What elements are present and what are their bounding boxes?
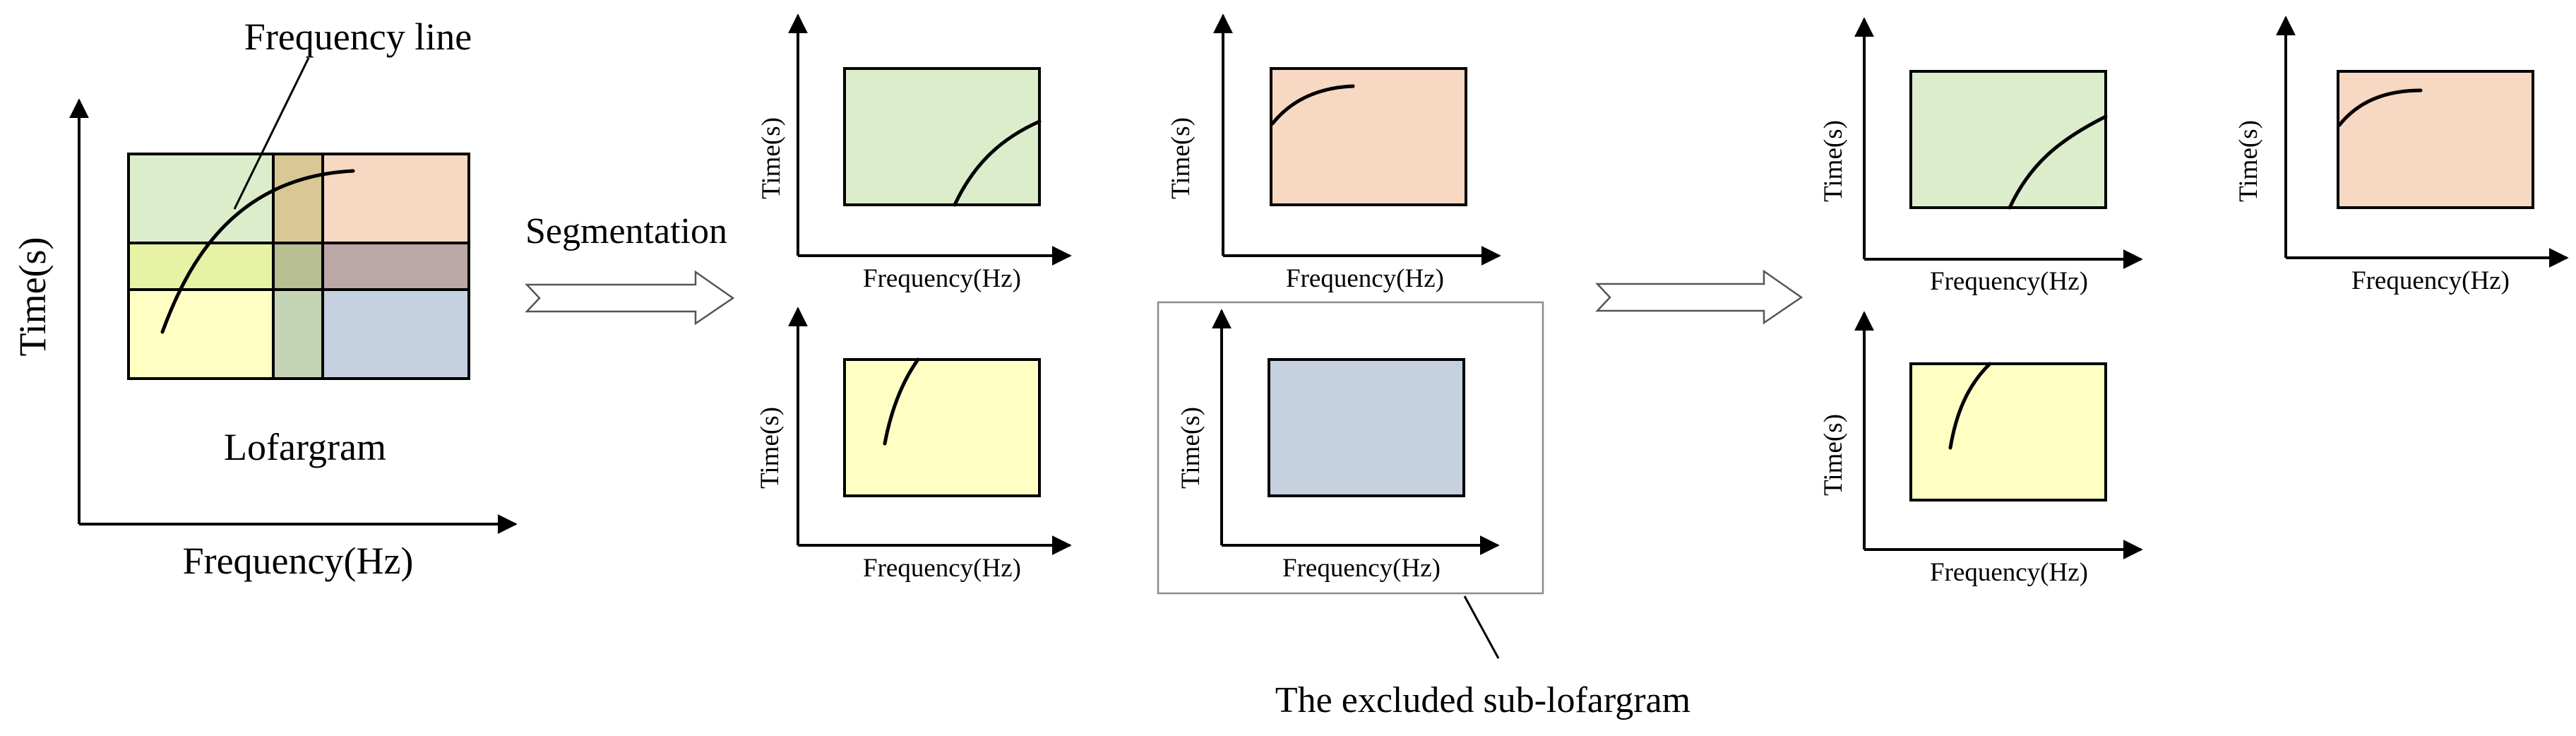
lofargram-panel: Frequency line Lofargram Frequency(Hz) T… xyxy=(11,16,518,582)
retained-sub-lofargram-peach: Frequency(Hz) Time(s) xyxy=(2234,16,2569,295)
sub-lofargram-frequency-line xyxy=(953,119,1042,207)
sub-lofargram-x-axis-label: Frequency(Hz) xyxy=(1930,267,2088,296)
sub-lofargram-green: Frequency(Hz) Time(s) xyxy=(757,13,1072,293)
sub-lofargram-peach: Frequency(Hz) Time(s) xyxy=(1167,13,1501,293)
sub-lofargram-y-axis-label: Time(s) xyxy=(1819,414,1848,496)
sub-lofargram-y-axis-label: Time(s) xyxy=(1819,120,1848,202)
sub-lofargram-x-axis-label: Frequency(Hz) xyxy=(1282,554,1441,583)
sub-lofargram-y-axis-label: Time(s) xyxy=(1176,407,1205,489)
retained-sub-lofargram-green: Frequency(Hz) Time(s) xyxy=(1819,17,2143,296)
lofargram-grid xyxy=(127,153,470,380)
lofargram-cell-peach xyxy=(321,153,470,244)
sub-lofargram-x-axis-label: Frequency(Hz) xyxy=(1930,558,2088,587)
sub-lofargram-box xyxy=(1268,358,1465,497)
merge-arrow-icon xyxy=(1595,269,1803,325)
lofargram-cell-green xyxy=(127,153,275,244)
lofargram-cell-yellow xyxy=(127,288,275,380)
sub-lofargram-y-axis-label: Time(s) xyxy=(1167,117,1195,199)
sub-lofargram-box xyxy=(1909,362,2107,501)
lofargram-frequency-line xyxy=(160,169,355,334)
lofargram-cell-olive-dark xyxy=(272,242,324,291)
segmentation-label: Segmentation xyxy=(525,211,727,251)
lofargram-y-axis-label: Time(s) xyxy=(11,237,54,356)
sub-lofargram-x-axis-label: Frequency(Hz) xyxy=(1286,264,1444,293)
sub-lofargram-frequency-line xyxy=(1948,362,1992,450)
lofargram-cell-blue xyxy=(321,288,470,380)
frequency-line-callout-leader xyxy=(233,57,310,210)
sub-lofargram-frequency-line xyxy=(1270,84,1355,126)
segmentation-arrow-icon xyxy=(525,270,735,326)
sub-lofargram-yellow: Frequency(Hz) Time(s) xyxy=(756,307,1072,583)
excluded-callout-leader xyxy=(1463,595,1500,659)
excluded-sub-lofargram-frame xyxy=(1157,301,1544,595)
sub-lofargram-box xyxy=(2337,70,2534,209)
frequency-line-callout: Frequency line xyxy=(244,16,472,58)
sub-lofargram-x-axis-label: Frequency(Hz) xyxy=(2351,266,2510,295)
lofargram-cell-mauve xyxy=(321,242,470,291)
lofargram-cell-green-yellow xyxy=(127,242,275,291)
sub-lofargram-frequency-line xyxy=(2337,88,2423,127)
sub-lofargram-frequency-line xyxy=(883,357,920,446)
sub-lofargram-box xyxy=(1909,70,2107,209)
lofargram-cell-olive xyxy=(272,153,324,244)
retained-sub-lofargram-yellow: Frequency(Hz) Time(s) xyxy=(1819,311,2143,587)
excluded-sub-lofargram-caption: The excluded sub-lofargram xyxy=(1275,680,1690,720)
excluded-sub-lofargram: Frequency(Hz) Time(s) The excluded sub-l… xyxy=(1157,301,1690,720)
sub-lofargram-box xyxy=(1270,67,1467,206)
lofargram-x-axis-label: Frequency(Hz) xyxy=(183,540,414,582)
sub-lofargram-y-axis-label: Time(s) xyxy=(2234,120,2263,202)
sub-lofargram-frequency-line xyxy=(2008,114,2108,210)
lofargram-cell-sage xyxy=(272,288,324,380)
sub-lofargram-box xyxy=(843,358,1041,497)
sub-lofargram-y-axis-label: Time(s) xyxy=(756,407,785,489)
lofargram-caption: Lofargram xyxy=(224,426,386,468)
sub-lofargram-x-axis-label: Frequency(Hz) xyxy=(863,554,1021,583)
segmentation-step: Segmentation xyxy=(525,211,735,326)
sub-lofargram-x-axis-label: Frequency(Hz) xyxy=(863,264,1021,293)
sub-lofargram-y-axis-label: Time(s) xyxy=(757,117,786,199)
sub-lofargram-box xyxy=(843,67,1041,206)
